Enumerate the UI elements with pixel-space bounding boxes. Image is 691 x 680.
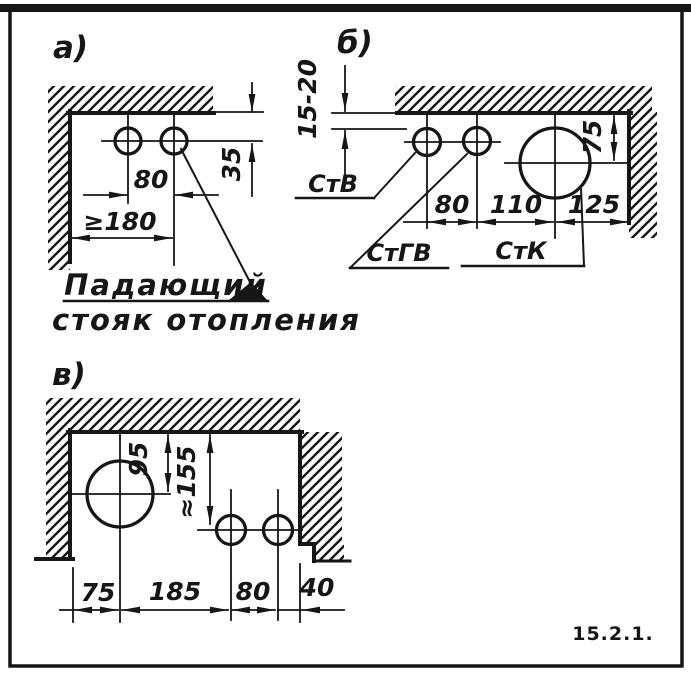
dim-pipe-to-wall-40: 40 xyxy=(299,573,335,602)
dim-spacing-110: 110 xyxy=(490,190,542,219)
dim-spacing-80: 80 xyxy=(134,165,169,194)
figure-v-pipes xyxy=(71,433,303,623)
figure-v: в) 95 ≈155 7 xyxy=(34,357,352,623)
page-frame xyxy=(0,4,691,668)
figure-a-label: а) xyxy=(53,30,88,66)
dim-spacing-80: 80 xyxy=(435,190,470,219)
dim-pipes-depth-155: ≈155 xyxy=(172,445,201,518)
riser-sewer-label: СтК xyxy=(495,237,548,265)
dim-depth-35: 35 xyxy=(217,147,246,182)
dim-pipe-spacing-80: 80 xyxy=(236,577,271,606)
figure-a-walls xyxy=(48,86,264,270)
figure-v-walls xyxy=(34,398,352,563)
riser-hot-water-label: СтГВ xyxy=(366,239,431,267)
dim-sewer-to-pipe-185: 185 xyxy=(149,577,201,606)
figure-b-label: б) xyxy=(337,25,373,61)
figure-b: б) 15-20 75 80 110 125 xyxy=(293,25,657,270)
riser-cold-water-label: СтВ xyxy=(308,170,358,198)
caption-line1: Падающий xyxy=(64,268,268,302)
dim-wall-125: 125 xyxy=(568,190,620,219)
figure-v-dimensions: 95 ≈155 75 185 80 40 xyxy=(59,434,345,623)
dim-sewer-depth-75: 75 xyxy=(578,120,607,155)
figure-v-label: в) xyxy=(52,357,86,393)
figure-b-dimensions: 15-20 75 80 110 125 xyxy=(293,59,629,226)
dim-sewer-depth-95: 95 xyxy=(124,442,153,477)
figure-number: 15.2.1. xyxy=(572,623,654,645)
dim-clearance-15-20: 15-20 xyxy=(293,59,322,139)
figure-b-walls xyxy=(331,86,657,238)
dim-wall-180: ≥180 xyxy=(83,207,156,236)
dim-wall-to-sewer-75: 75 xyxy=(81,578,116,607)
figure-a-pipes xyxy=(101,112,263,266)
figure-a-dimensions: 35 80 ≥180 xyxy=(71,82,256,242)
figure-b-pipes xyxy=(404,112,630,239)
figure-a: а) 35 80 ≥180 Падающий с xyxy=(48,30,361,337)
figure-b-riser-labels: СтВ СтГВ СтК xyxy=(294,151,586,270)
figure-a-callout: Падающий стояк отопления xyxy=(52,147,361,337)
caption-line2: стояк отопления xyxy=(52,303,361,337)
